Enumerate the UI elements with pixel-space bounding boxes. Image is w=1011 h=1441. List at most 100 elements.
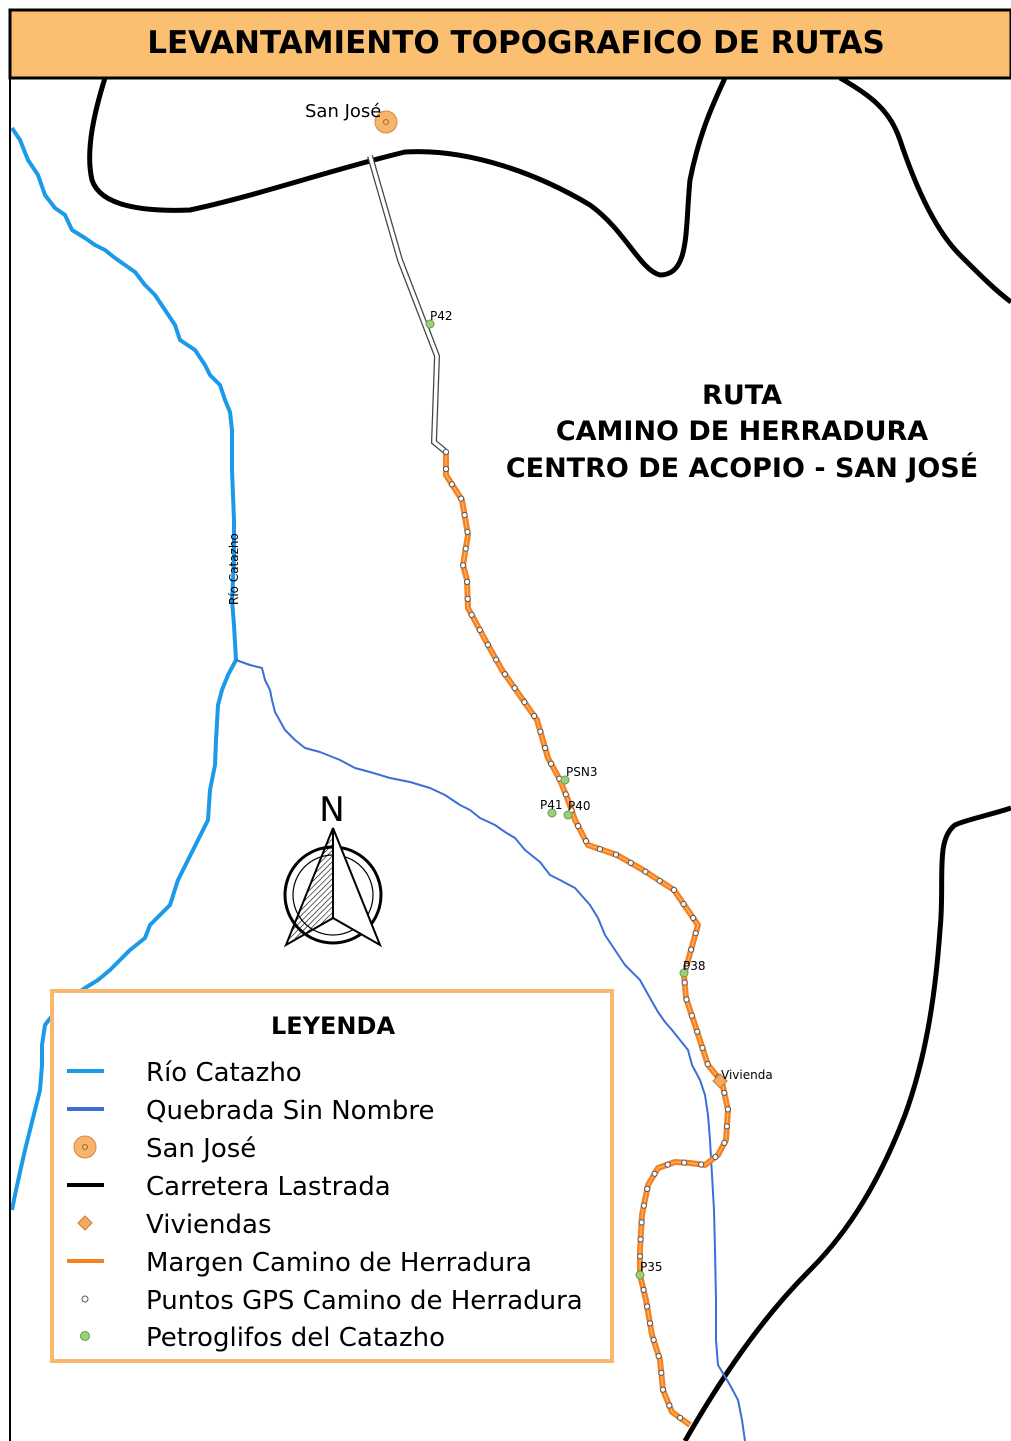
gps-point [681, 979, 688, 986]
gps-point [642, 868, 649, 875]
gps-point [448, 481, 455, 488]
vivienda-marker [712, 1073, 728, 1089]
legend-title: LEYENDA [271, 1012, 395, 1040]
gps-point [464, 578, 471, 586]
gps-point [637, 1236, 644, 1243]
label-p40: P40 [568, 799, 591, 813]
gps-point [476, 626, 483, 634]
gps-point [681, 1159, 688, 1166]
map-title: LEVANTAMIENTO TOPOGRAFICO DE RUTAS [147, 25, 885, 61]
gps-point [501, 671, 508, 678]
gps-point [688, 1012, 696, 1019]
gps-point [612, 851, 620, 858]
gps-point [712, 1153, 719, 1161]
label-rio-catazho: Río Catazho [227, 533, 241, 605]
gps-point [659, 1386, 667, 1393]
petroglyph-p40 [563, 810, 573, 820]
legend-item-quebrada: Quebrada Sin Nombre [146, 1096, 435, 1126]
gps-point [699, 1044, 706, 1052]
north-arrow-icon: N [283, 790, 383, 948]
legend-item-san-jose: San José [146, 1134, 256, 1164]
gps-point [464, 595, 471, 603]
gps-point [458, 495, 465, 502]
gps-point [677, 1414, 684, 1421]
legend-petroglyph-symbol [80, 1331, 90, 1341]
petroglyph-p38 [679, 968, 689, 978]
north-letter: N [319, 790, 344, 830]
gps-point [484, 641, 491, 648]
gps-point [461, 512, 468, 519]
legend-item-margen: Margen Camino de Herradura [146, 1248, 532, 1278]
petroglyph-psn3 [560, 775, 570, 785]
gps-point [596, 846, 604, 853]
legend-item-carretera: Carretera Lastrada [146, 1172, 391, 1202]
gps-point [680, 900, 687, 908]
gps-point [627, 859, 634, 867]
gps-point [468, 611, 475, 619]
gps-point [442, 448, 450, 456]
legend-item-viviendas: Viviendas [146, 1210, 272, 1240]
gps-point [511, 685, 518, 692]
gps-point [690, 914, 697, 922]
gps-point [698, 1161, 705, 1168]
gps-point [521, 699, 528, 706]
road-northeast [838, 78, 1011, 304]
gps-point [493, 656, 500, 663]
gps-point [442, 465, 450, 473]
legend-san-jose-symbol [73, 1135, 97, 1159]
legend-item-rio: Río Catazho [146, 1058, 302, 1088]
petroglyph-p35 [635, 1270, 645, 1280]
gps-point [658, 1369, 665, 1376]
label-p42: P42 [430, 309, 453, 323]
gps-point [644, 1185, 651, 1193]
gps-point [650, 1336, 657, 1344]
gps-point [723, 1123, 731, 1130]
label-p41: P41 [540, 798, 563, 812]
gps-point [542, 744, 549, 752]
label-vivienda: Vivienda [721, 1068, 773, 1082]
gps-point [644, 1303, 651, 1310]
gps-point [721, 1139, 728, 1147]
gps-point [721, 1089, 728, 1096]
stream-sin-nombre [235, 659, 746, 1441]
gps-point [638, 1219, 645, 1226]
label-p38: P38 [683, 959, 706, 973]
route-label-line3: CENTRO DE ACOPIO - SAN JOSÉ [506, 452, 978, 484]
gps-point [664, 1161, 671, 1168]
gps-point [670, 886, 678, 894]
gps-point [582, 838, 590, 845]
gps-point [666, 1402, 673, 1409]
gps-point [460, 562, 467, 569]
gps-point [462, 545, 469, 552]
petroglyph-p42 [425, 319, 435, 329]
gps-point [537, 728, 544, 735]
gps-point [692, 930, 699, 937]
san-jose-marker [374, 110, 398, 134]
label-san-jose: San José [305, 101, 381, 122]
gps-point [640, 1202, 648, 1209]
route-label-line1: RUTA [702, 380, 782, 411]
title-bar [8, 8, 1011, 80]
legend-vivienda-symbol [77, 1215, 93, 1231]
gps-point [724, 1106, 732, 1113]
legend-item-gps: Puntos GPS Camino de Herradura [146, 1286, 583, 1316]
gps-point [683, 996, 690, 1003]
legend: LEYENDA Río Catazho Quebrada Sin Nombre … [50, 989, 614, 1363]
road-north [87, 78, 728, 278]
gps-point [531, 712, 538, 720]
gps-point [704, 1061, 711, 1068]
gps-point [464, 528, 471, 536]
gps-point [562, 791, 569, 798]
petroglyph-p41 [547, 808, 557, 818]
label-p35: P35 [640, 1260, 663, 1274]
road-southeast [682, 805, 1011, 1441]
legend-item-petroglifos: Petroglifos del Catazho [146, 1323, 445, 1353]
gps-point [640, 1286, 647, 1294]
route-label-line2: CAMINO DE HERRADURA [556, 416, 928, 447]
gps-point [655, 1353, 662, 1360]
gps-point [683, 962, 690, 970]
label-psn3: PSN3 [566, 765, 597, 779]
gps-point [575, 822, 582, 830]
legend-gps-symbol [81, 1295, 89, 1303]
